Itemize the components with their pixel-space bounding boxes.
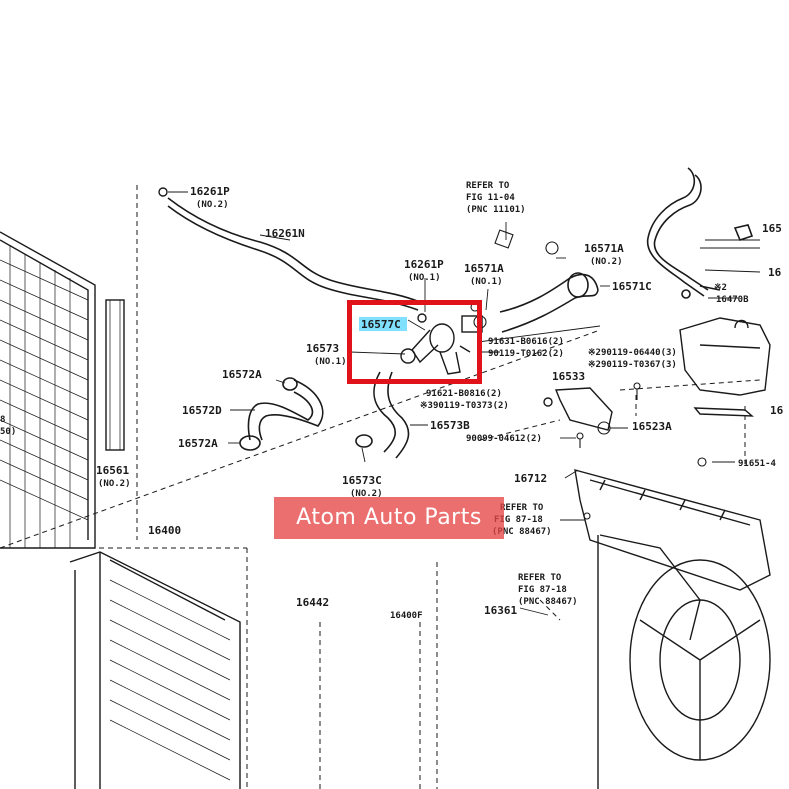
stay-16533 (543, 387, 613, 431)
label-16571A-right-sub: (NO.2) (590, 257, 623, 267)
refer2-line1: REFER TO (500, 503, 544, 513)
refer3-line2: FIG 87-18 (518, 585, 567, 595)
label-16572D: 16572D (182, 404, 222, 417)
radiator-16400 (69, 551, 241, 789)
label-91651: 91651-4 (738, 459, 777, 469)
highlight-box (347, 300, 482, 384)
reservoir-tank (679, 317, 771, 417)
label-16571A-mid-sub: (NO.1) (470, 277, 503, 287)
label-16470B: 16470B (716, 295, 749, 305)
label-16561-sub: (NO.2) (98, 479, 131, 489)
label-16573B: 16573B (430, 419, 470, 432)
label-16-right2: 16 (770, 404, 784, 417)
refer2-line3: (PNC 88467) (492, 527, 552, 537)
label-91631: 91631-B0616(2) (488, 337, 564, 347)
label-16577C: 16577C (361, 318, 401, 331)
label-16573C-sub: (NO.2) (350, 489, 383, 499)
label-16523A: 16523A (632, 420, 672, 433)
label-16261N: 16261N (265, 227, 305, 240)
label-16533: 16533 (552, 370, 585, 383)
label-16561: 16561 (96, 464, 129, 477)
label-16573C: 16573C (342, 474, 382, 487)
shroud-16712 (574, 469, 771, 591)
condenser-left (0, 231, 96, 549)
label-90119-b: ※290119-06440(3) (588, 348, 677, 358)
label-16571A-mid: 16571A (464, 262, 504, 275)
label-16400: 16400 (148, 524, 181, 537)
label-16712: 16712 (514, 472, 547, 485)
refer3-line3: (PNC 88467) (518, 597, 578, 607)
receiver-16561 (105, 299, 125, 451)
water-inlet-assembly (400, 313, 483, 375)
label-16572A-top: 16572A (222, 368, 262, 381)
label-16-right: 16 (768, 266, 782, 279)
refer1-line3: (PNC 11101) (466, 205, 526, 215)
hose-16571C (499, 272, 599, 333)
label-16261P-mid-sub: (NO.1) (408, 273, 441, 283)
label-91621: 91621-B0816(2) (426, 389, 502, 399)
label-left-b: 50) (0, 427, 16, 437)
hose-16573B (355, 371, 410, 459)
label-left-a: 8 (0, 415, 5, 425)
pipe-16470B (646, 167, 761, 299)
refer2-line2: FIG 87-18 (494, 515, 543, 525)
watermark: Atom Auto Parts (274, 497, 504, 539)
label-16261P-mid: 16261P (404, 258, 444, 271)
label-16571A-right: 16571A (584, 242, 624, 255)
label-16442: 16442 (296, 596, 329, 609)
label-90119-a: 90119-T0162(2) (488, 349, 564, 359)
label-165-top: 165 (762, 222, 782, 235)
label-16573-sub: (NO.1) (314, 357, 347, 367)
label-16573: 16573 (306, 342, 339, 355)
fan-16361 (597, 534, 771, 789)
highlight-label-bg (359, 317, 407, 331)
refer1-line1: REFER TO (466, 181, 510, 191)
refer3-line1: REFER TO (518, 573, 562, 583)
label-x2: ※2 (714, 283, 727, 293)
hose-16572D (239, 377, 324, 451)
label-16361: 16361 (484, 604, 517, 617)
label-90099: 90099-04612(2) (466, 434, 542, 444)
label-90119-d: ※390119-T0373(2) (420, 401, 509, 411)
label-16261P-top-sub: (NO.2) (196, 200, 229, 210)
hose-16261N (167, 197, 421, 311)
label-16571C: 16571C (612, 280, 652, 293)
label-16572A-bot: 16572A (178, 437, 218, 450)
label-16400F: 16400F (390, 611, 423, 621)
label-16261P-top: 16261P (190, 185, 230, 198)
refer1-line2: FIG 11-04 (466, 193, 515, 203)
label-90119-c: ※290119-T0367(3) (588, 360, 677, 370)
